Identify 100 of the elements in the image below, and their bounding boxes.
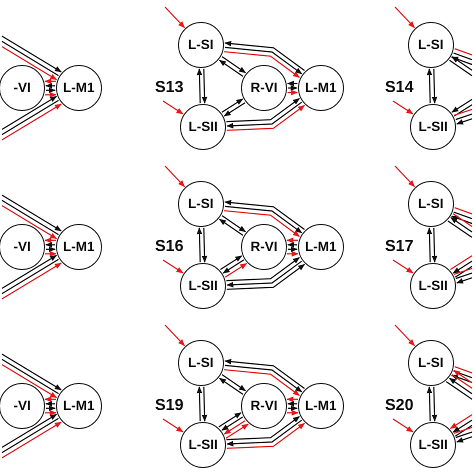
arrow [218,412,242,428]
connector-line [2,200,59,236]
arrow [2,36,62,72]
node-label: L-SI [188,196,214,212]
circle-node [180,422,226,468]
arrow [450,414,472,429]
arrow [224,200,305,230]
arrow [224,46,302,74]
arrow [46,246,56,252]
connector-line [446,381,472,400]
connector-line [456,432,472,438]
arrow [456,277,472,284]
connector-line [456,114,472,120]
arrow [46,406,56,412]
arrow [426,386,432,422]
arrow [451,98,472,113]
circle-node [410,422,456,468]
arrow [224,364,302,392]
arrow [202,228,208,263]
arrow [222,259,244,274]
circle-node [241,224,287,270]
circle-node [178,22,224,68]
connector-line [454,424,472,437]
connector-line [450,255,472,270]
node-label: L-SII [188,278,218,294]
node-label: L-SII [418,278,448,294]
circle-node [0,65,45,111]
node-label: L-SI [418,37,444,53]
connector-line [454,426,472,434]
connector-line [449,60,472,76]
arrow [202,68,208,104]
arrow [452,420,472,433]
arrow [287,401,298,407]
circle-node [56,224,102,270]
arrow [450,217,472,232]
connector-line [2,100,59,136]
node-label: L-SI [418,196,444,212]
connector-line [2,418,59,454]
arrow [456,118,472,125]
arrow [392,260,414,274]
arrow [456,436,472,443]
arrow [2,354,62,390]
arrow [2,414,58,448]
arrow [224,206,302,234]
arrow [288,90,298,96]
arrow [2,104,62,140]
circle-node [408,22,454,68]
arrow [451,374,472,384]
connector-line [453,212,472,220]
arrow [226,424,249,439]
node-label: -VI [14,239,31,255]
arrow [286,238,298,244]
arrow [162,418,184,432]
arrow [224,369,300,396]
node-label: L-M1 [63,398,94,414]
arrow [286,80,298,86]
arrow [426,227,432,262]
connector-line [454,207,472,214]
arrow [44,78,56,84]
connector-line [452,213,472,227]
panel-label: S19 [155,397,184,415]
arrow [2,422,62,458]
circle-node [410,104,456,150]
arrow [224,102,246,116]
arrow [394,6,415,28]
arrow [45,92,57,98]
circle-node [56,65,102,111]
arrow [196,68,202,104]
arrow [288,85,298,91]
arrow [221,416,244,431]
arrow [44,238,56,244]
node-label: L-M1 [305,239,336,255]
circle-node [0,224,45,270]
connector-line [454,48,472,56]
arrow [2,46,58,80]
arrow [2,254,58,289]
arrow [426,68,432,104]
arrow [226,416,300,440]
arrow [218,378,244,395]
arrow [196,386,202,422]
arrow [224,210,300,237]
arrow [226,257,300,282]
circle-node [56,383,102,429]
arrow [432,228,438,263]
circle-node [178,181,224,227]
circle-node [410,263,456,309]
arrow [226,98,300,122]
node-label: L-SI [188,355,214,371]
arrow [2,205,58,240]
node-label: L-M1 [305,398,336,414]
arrow [288,246,298,252]
arrow [288,406,298,412]
circle-node [178,340,224,386]
connector-line [2,358,59,394]
connector-line [454,268,472,275]
arrow [45,251,57,257]
arrow [202,386,208,422]
arrow [2,364,58,398]
arrow [222,215,246,232]
circle-node [408,181,454,227]
